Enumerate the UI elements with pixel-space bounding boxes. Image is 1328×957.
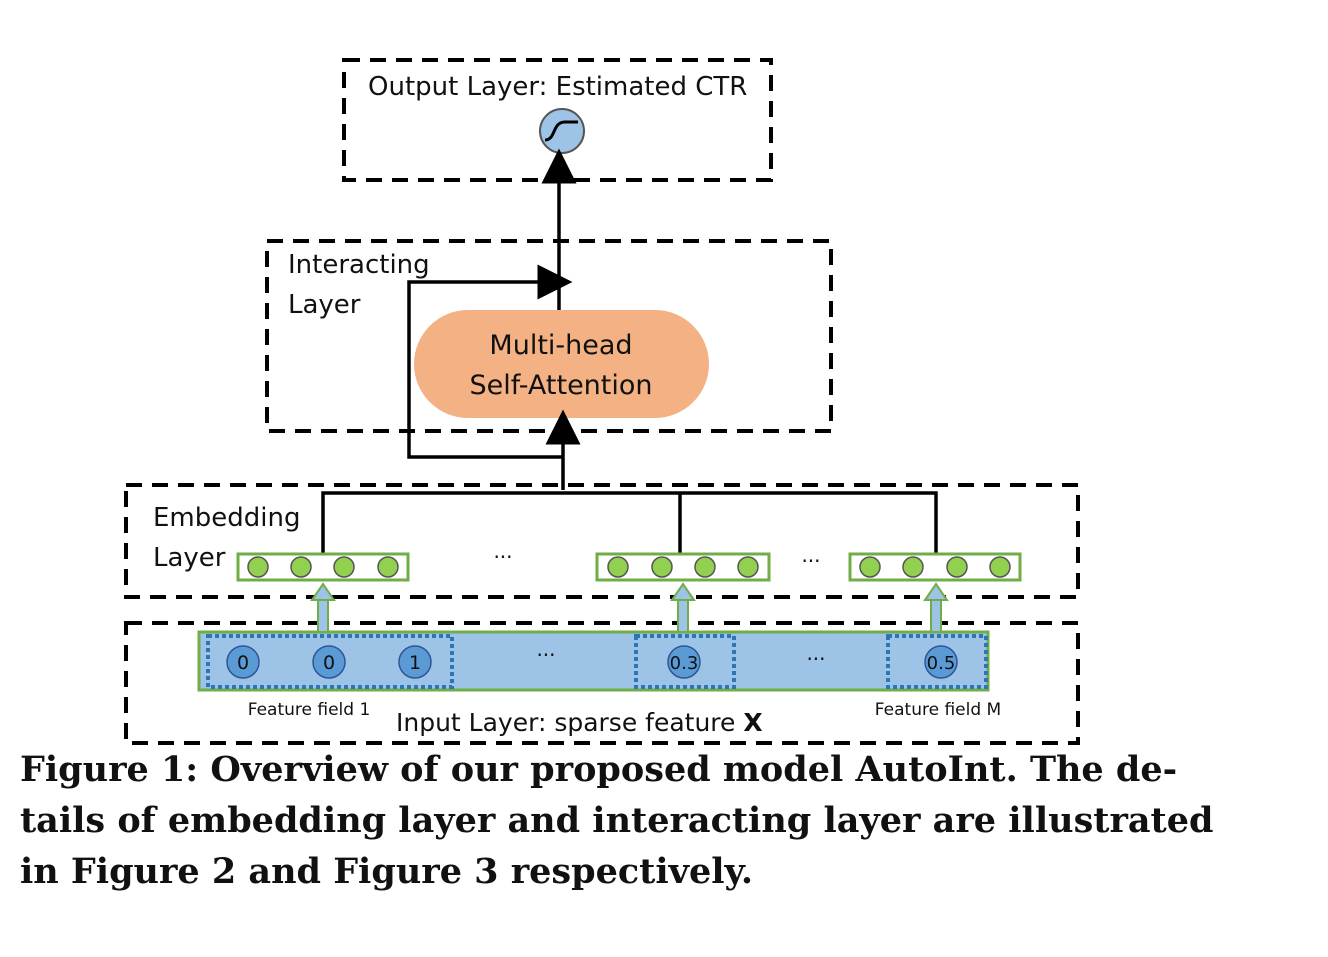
feature-field-m-label: Feature field M bbox=[875, 700, 1001, 720]
embedding-node bbox=[902, 556, 924, 578]
interacting-layer-title-line2: Layer bbox=[288, 290, 361, 320]
input-node bbox=[226, 645, 260, 679]
input-layer-title: Input Layer: sparse feature X bbox=[396, 708, 763, 737]
embedding-ellipsis-2: ··· bbox=[801, 549, 820, 573]
caption-line-1: Figure 1: Overview of our proposed model… bbox=[20, 749, 1178, 790]
input-node-value: 0.5 bbox=[927, 653, 956, 674]
autoint-architecture-diagram: Output Layer: Estimated CTR Interacting … bbox=[124, 58, 1080, 745]
embedding-layer: Embedding Layer ··· ··· bbox=[124, 483, 1080, 599]
interacting-layer-title-line1: Interacting bbox=[288, 250, 430, 280]
embedding-ellipsis-1: ··· bbox=[493, 545, 512, 569]
caption-line-3: in Figure 2 and Figure 3 respectively. bbox=[20, 851, 754, 892]
embedding-node bbox=[737, 556, 759, 578]
caption-line-2: tails of embedding layer and interacting… bbox=[20, 800, 1214, 841]
embedding-node bbox=[859, 556, 881, 578]
input-node bbox=[312, 645, 346, 679]
output-layer-title: Output Layer: Estimated CTR bbox=[368, 72, 747, 102]
embedding-node bbox=[694, 556, 716, 578]
embedding-vector-1 bbox=[236, 552, 410, 582]
embedding-node bbox=[989, 556, 1011, 578]
input-layer: 0 0 1 ··· 0.3 ··· 0.5 Feature field 1 Fe… bbox=[124, 621, 1080, 745]
embedding-layer-title-line1: Embedding bbox=[153, 503, 300, 533]
input-node-value: 0 bbox=[237, 652, 249, 674]
multi-head-attention-block bbox=[414, 310, 709, 418]
input-node-value: 0.3 bbox=[670, 653, 699, 674]
embedding-node bbox=[651, 556, 673, 578]
input-node bbox=[398, 645, 432, 679]
embedding-vector-2 bbox=[595, 552, 771, 582]
attention-block-line2: Self-Attention bbox=[469, 370, 652, 401]
input-node bbox=[924, 645, 958, 679]
feature-field-mid-box bbox=[634, 634, 736, 689]
output-layer: Output Layer: Estimated CTR bbox=[342, 58, 773, 182]
input-ellipsis-1: ··· bbox=[536, 643, 555, 667]
attention-block-line1: Multi-head bbox=[489, 330, 632, 361]
embedding-connectors bbox=[321, 491, 938, 553]
embedding-node bbox=[607, 556, 629, 578]
embedding-node bbox=[290, 556, 312, 578]
input-ellipsis-2: ··· bbox=[806, 647, 825, 671]
input-layer-title-symbol: X bbox=[743, 708, 762, 737]
feature-field-1-label: Feature field 1 bbox=[248, 700, 371, 720]
lookup-arrow-1 bbox=[310, 582, 336, 633]
interacting-layer: Interacting Layer Multi-head Self-Attent… bbox=[265, 239, 833, 433]
input-node-value: 1 bbox=[409, 652, 421, 674]
embedding-layer-box bbox=[124, 483, 1080, 599]
lookup-arrow-m bbox=[923, 582, 949, 633]
feature-field-m-box bbox=[886, 634, 988, 689]
sigmoid-icon bbox=[539, 108, 585, 154]
feature-field-1-box bbox=[206, 634, 454, 689]
input-node-value: 0 bbox=[323, 652, 335, 674]
embedding-vector-m bbox=[848, 552, 1022, 582]
interacting-layer-box bbox=[265, 239, 833, 433]
residual-connection-arrow bbox=[407, 264, 573, 459]
embedding-lookup-arrows bbox=[310, 582, 949, 633]
input-layer-box bbox=[124, 621, 1080, 745]
embedding-node bbox=[247, 556, 269, 578]
input-node bbox=[667, 645, 701, 679]
lookup-arrow-2 bbox=[670, 582, 696, 633]
embedding-node bbox=[333, 556, 355, 578]
embedding-node bbox=[377, 556, 399, 578]
embedding-layer-title-line2: Layer bbox=[153, 543, 226, 573]
figure-caption: Figure 1: Overview of our proposed model… bbox=[20, 744, 1220, 897]
embedding-node bbox=[946, 556, 968, 578]
